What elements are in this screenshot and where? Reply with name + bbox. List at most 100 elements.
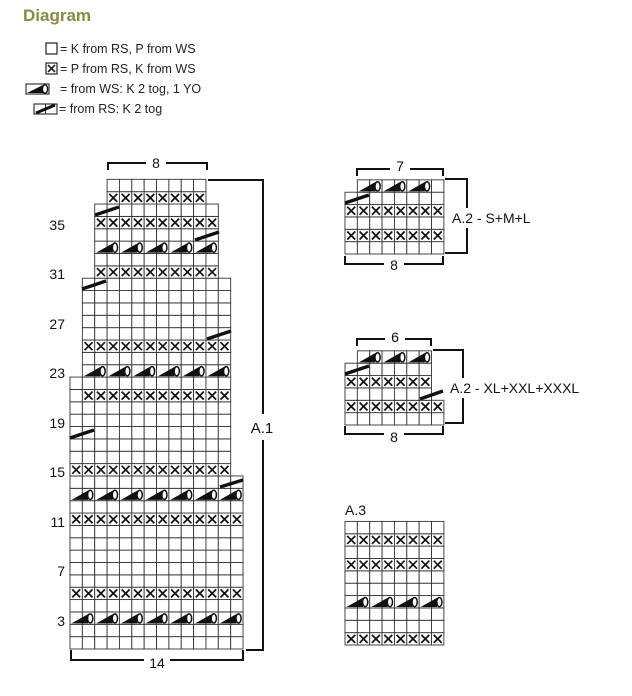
grid-cell [381,607,395,621]
grid-cell [431,570,445,584]
a2-large-bottom-width-label: 8 [390,429,398,445]
chart-a2-large: 6 8 A.2 - XL+XXL+XXXL [344,329,613,445]
grid-cell [431,619,445,634]
grid-cell [393,619,408,634]
grid-cell [193,401,207,415]
grid-cell [69,599,83,613]
a2-small-label: A.2 - S+M+L [452,210,531,226]
grid-cell [131,438,145,452]
grid-cell [205,302,219,316]
grid-cell [205,203,219,217]
grid-cell [344,545,358,559]
chart-a1: 8 14 A.1 35 31 27 23 19 15 11 7 3 [49,155,280,671]
grid-cell [131,327,145,341]
grid-cell [418,607,432,621]
grid-cell [193,290,207,304]
grid-cell [393,545,408,559]
grid-cell [344,607,358,621]
grid-cell [180,623,195,638]
grid-cell [381,545,395,559]
grid-cell [81,574,96,588]
grid-cell [369,216,383,230]
grid-cell [94,327,108,341]
grid-cell [406,412,420,426]
chart-a2-small: 7 8 A.2 - S+M+L [344,158,557,273]
grid-cell [193,599,207,613]
legend: = K from RS, P from WS = P from RS, K fr… [0,38,300,128]
row-label-31: 31 [49,266,65,282]
grid-cell [131,351,145,366]
grid-cell [156,599,170,613]
grid-cell [217,290,232,304]
grid-cell [81,438,96,452]
grid-cell [143,475,157,489]
grid-cell [168,351,182,366]
grid-cell [418,216,432,230]
grid-cell [118,450,133,465]
grid-cell [106,636,120,650]
grid-cell [69,376,83,390]
grid-cell [406,582,420,597]
a2-small-bottom-width-label: 8 [390,257,398,273]
grid-cell [193,549,207,563]
legend-row-yo: = from WS: K 2 tog, 1 YO [25,80,201,98]
grid-cell [69,475,83,489]
grid-cell [168,636,182,650]
grid-cell [69,401,83,415]
grid-cell [131,413,145,427]
grid-cell [217,562,232,576]
grid-cell [106,574,120,588]
chart-a2-small-bottom-bracket: 8 [344,256,444,273]
grid-cell [143,636,157,650]
grid-cell [205,450,219,465]
grid-cell [193,327,207,341]
grid-cell [369,545,383,559]
grid-cell [205,376,219,390]
grid-cell [118,574,133,588]
grid-cell [393,582,408,597]
grid-cell [156,314,170,329]
grid-cell [381,520,395,535]
grid-cell [217,450,232,465]
grid-cell [69,450,83,465]
legend-row-k2tog: = from RS: K 2 tog [33,100,162,118]
legend-text-k2tog: = from RS: K 2 tog [59,102,163,116]
grid-cell [381,191,395,206]
grid-cell [143,178,157,193]
grid-cell [156,327,170,341]
grid-cell [131,178,145,193]
yarn-over-tog-icon [25,83,50,95]
k2tog-slash-icon [344,364,370,376]
grid-cell [180,524,195,539]
grid-cell [217,376,232,390]
grid-cell [180,203,195,217]
grid-cell [131,203,145,217]
k2tog-slash-icon [219,478,244,489]
grid-cell [205,636,219,650]
grid-cell [344,216,358,230]
grid-cell [118,438,133,452]
grid-cell [431,241,445,255]
chart-a2-large-symbols [344,351,444,412]
grid-cell [168,438,182,452]
grid-cell [205,253,219,267]
grid-cell [406,607,420,621]
a1-top-width-label: 8 [152,155,160,171]
grid-cell [131,636,145,650]
grid-cell [180,178,195,193]
grid-cell [156,549,170,563]
grid-cell [143,450,157,465]
grid-cell [106,426,120,440]
grid-cell [106,537,120,551]
grid-cell [143,228,157,242]
grid-cell [106,351,120,366]
grid-cell [205,574,219,588]
grid-cell [156,277,170,292]
grid-cell [156,574,170,588]
grid-cell [118,351,133,366]
grid-cell [106,450,120,465]
grid-cell [344,412,358,426]
grid-cell [81,562,96,576]
grid-cell [193,524,207,539]
